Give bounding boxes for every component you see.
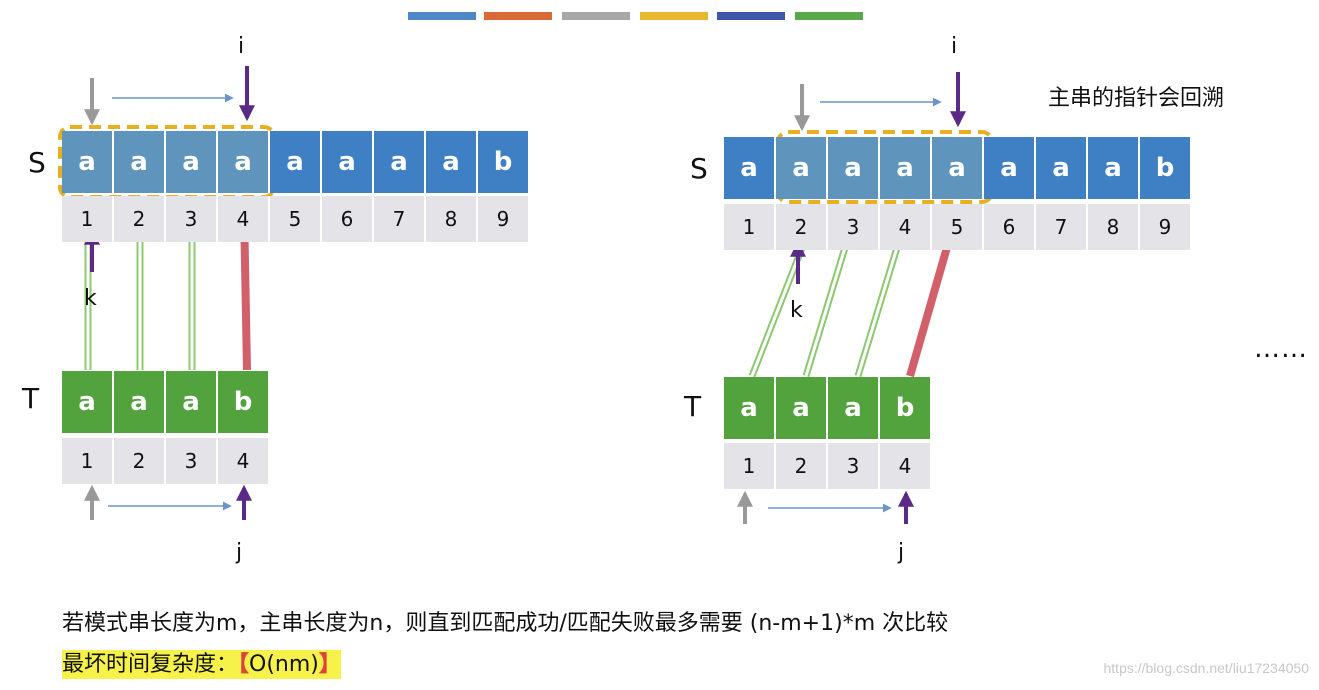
left-pattern-char-4: b [218,371,270,433]
right-main-char-9: b [1140,137,1192,199]
left-main-char-7: a [374,131,426,193]
legend-bar-3 [562,12,630,20]
right-main-index-3: 3 [828,204,880,250]
right-pattern-char-4: b [880,377,932,439]
right-main-char-3: a [828,137,880,199]
left-main-string-label: S [28,146,46,179]
left-main-index-2: 2 [114,196,166,242]
left-pattern-index-2: 2 [114,438,166,484]
complexity-open-bracket: 【 [238,652,250,677]
left-main-char-3: a [166,131,218,193]
left-main-char-4: a [218,131,270,193]
left-main-index-7: 7 [374,196,426,242]
left-pointer-j-label: j [236,540,243,565]
left-main-index-3: 3 [166,196,218,242]
right-pattern-index-1: 1 [724,443,776,489]
left-pattern-string-label: T [22,382,40,415]
right-main-index-9: 9 [1140,204,1192,250]
legend-bar-1 [408,12,476,20]
right-main-char-7: a [1036,137,1088,199]
right-backtrack-note: 主串的指针会回溯 [1048,86,1225,111]
right-main-index-7: 7 [1036,204,1088,250]
right-main-index-6: 6 [984,204,1036,250]
ellipsis: …… [1254,334,1308,364]
left-main-index-5: 5 [270,196,322,242]
left-pattern-index-1: 1 [62,438,114,484]
worst-case-complexity-caption: 最坏时间复杂度：【O(nm)】 [62,646,341,679]
left-pattern-char-1: a [62,371,114,433]
left-pointer-i-label: i [238,34,245,59]
left-pattern-char-2: a [114,371,166,433]
complexity-highlight: 最坏时间复杂度：【O(nm)】 [62,650,341,679]
left-main-index-1: 1 [62,196,114,242]
left-main-index-6: 6 [322,196,374,242]
right-pattern-index-3: 3 [828,443,880,489]
right-main-index-2: 2 [776,204,828,250]
right-main-index-5: 5 [932,204,984,250]
left-main-char-2: a [114,131,166,193]
right-main-index-8: 8 [1088,204,1140,250]
right-main-char-6: a [984,137,1036,199]
comparison-count-caption: 若模式串长度为m，主串长度为n，则直到匹配成功/匹配失败最多需要 (n-m+1)… [62,611,949,636]
left-main-char-5: a [270,131,322,193]
complexity-close-bracket: 】 [318,652,341,677]
left-main-char-8: a [426,131,478,193]
left-pattern-index-4: 4 [218,438,270,484]
complexity-prefix: 最坏时间复杂度： [62,652,239,677]
legend-bar-2 [484,12,552,20]
watermark: https://blog.csdn.net/liu17234050 [1103,660,1310,676]
right-pointer-i-label: i [951,34,958,59]
left-main-index-4: 4 [218,196,270,242]
right-pattern-char-1: a [724,377,776,439]
legend-bar-6 [795,12,863,20]
right-pattern-char-2: a [776,377,828,439]
complexity-value: O(nm) [249,652,319,677]
right-main-index-1: 1 [724,204,776,250]
right-main-index-4: 4 [880,204,932,250]
right-main-char-1: a [724,137,776,199]
right-main-char-4: a [880,137,932,199]
left-pattern-index-3: 3 [166,438,218,484]
right-main-char-8: a [1088,137,1140,199]
right-pattern-index-4: 4 [880,443,932,489]
right-main-char-2: a [776,137,828,199]
right-pattern-string-label: T [684,390,702,423]
left-main-index-9: 9 [478,196,530,242]
right-pointer-j-label: j [898,540,905,565]
right-pattern-index-2: 2 [776,443,828,489]
left-main-char-9: b [478,131,530,193]
left-main-char-1: a [62,131,114,193]
left-pattern-char-3: a [166,371,218,433]
right-main-char-5: a [932,137,984,199]
left-main-char-6: a [322,131,374,193]
right-main-string-label: S [690,152,708,185]
left-pointer-k-label: k [84,286,97,311]
legend-bar-5 [717,12,785,20]
legend-bar-4 [640,12,708,20]
left-main-index-8: 8 [426,196,478,242]
right-match-line-1-inner [750,247,804,377]
right-pattern-char-3: a [828,377,880,439]
right-pointer-k-label: k [790,298,803,323]
